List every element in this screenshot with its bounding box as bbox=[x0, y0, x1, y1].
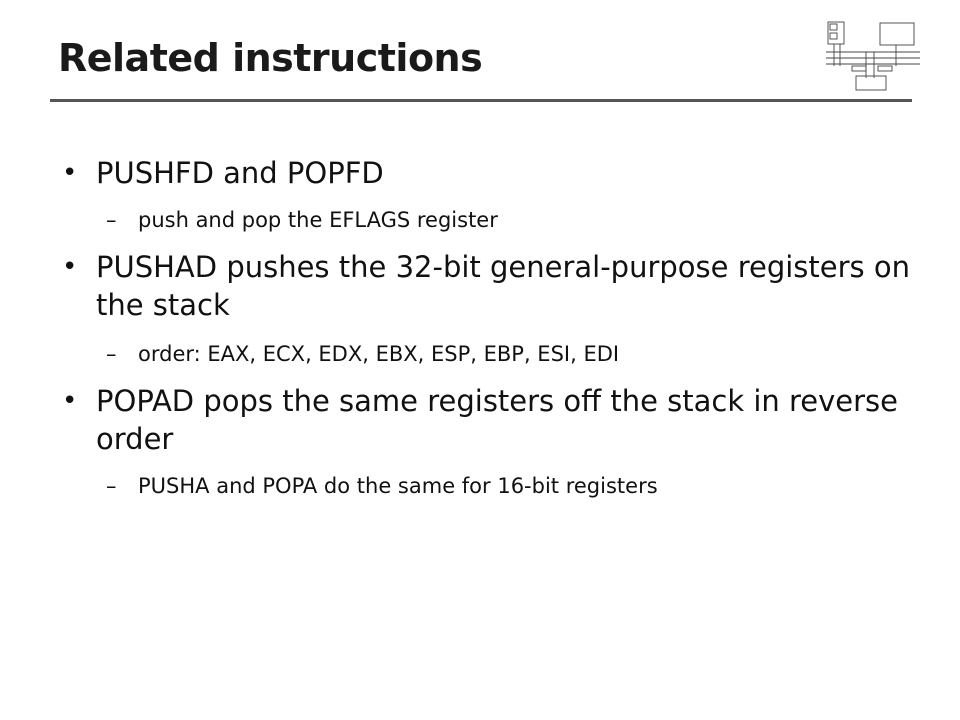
bullet-text: PUSHFD and POPFD bbox=[96, 156, 384, 190]
sub-bullet-text: PUSHA and POPA do the same for 16-bit re… bbox=[138, 474, 658, 498]
bullet-text: POPAD pops the same registers off the st… bbox=[96, 384, 899, 456]
slide-title: Related instructions bbox=[58, 36, 483, 80]
sub-bullet-item: – order: EAX, ECX, EDX, EBX, ESP, EBP, E… bbox=[60, 340, 920, 368]
sub-bullet-text: order: EAX, ECX, EDX, EBX, ESP, EBP, ESI… bbox=[138, 342, 620, 366]
bullet-glyph: • bbox=[62, 158, 78, 188]
sub-bullet-item: – PUSHA and POPA do the same for 16-bit … bbox=[60, 472, 920, 500]
bullet-item: • PUSHFD and POPFD bbox=[60, 154, 920, 192]
sub-bullet-glyph: – bbox=[106, 208, 117, 232]
sub-bullet-item: – push and pop the EFLAGS register bbox=[60, 206, 920, 234]
sub-bullet-glyph: – bbox=[106, 342, 117, 366]
bullet-text: PUSHAD pushes the 32-bit general-purpose… bbox=[96, 250, 910, 322]
sub-bullet-glyph: – bbox=[106, 474, 117, 498]
computer-architecture-diagram-icon bbox=[826, 21, 920, 91]
bullet-item: • POPAD pops the same registers off the … bbox=[60, 382, 920, 458]
bullet-item: • PUSHAD pushes the 32-bit general-purpo… bbox=[60, 248, 920, 324]
title-divider bbox=[50, 99, 912, 102]
bullet-glyph: • bbox=[62, 252, 78, 282]
bullet-list: • PUSHFD and POPFD – push and pop the EF… bbox=[60, 140, 920, 500]
sub-bullet-text: push and pop the EFLAGS register bbox=[138, 208, 498, 232]
bullet-glyph: • bbox=[62, 386, 78, 416]
